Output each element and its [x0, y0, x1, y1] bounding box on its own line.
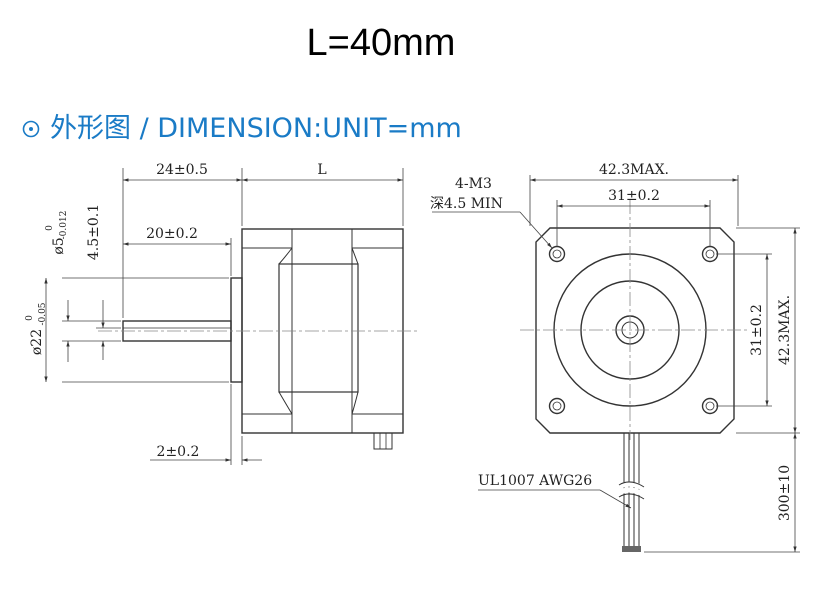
- cable-spec: UL1007 AWG26: [478, 473, 592, 489]
- motor-face: [535, 227, 735, 434]
- dim-shaft-tol-lower: -0.012: [59, 211, 69, 240]
- page-title: L=40mm: [306, 22, 456, 64]
- dim-pilot-dia: ø22: [29, 329, 45, 355]
- pilot-boss: [230, 277, 243, 383]
- front-view: [535, 227, 735, 552]
- section-heading-text: 外形图 / DIMENSION:UNIT=mm: [50, 113, 462, 144]
- mount-hole-bl: [548, 397, 566, 415]
- mount-hole-tr: [701, 245, 719, 263]
- dim-body-length: L: [317, 162, 326, 178]
- dim-pilot-height: 2±0.2: [157, 444, 200, 460]
- side-view: [122, 228, 404, 450]
- cable-bundle: [617, 433, 646, 552]
- dim-flat-depth: 4.5±0.1: [86, 204, 102, 260]
- mount-hole-tl: [548, 245, 566, 263]
- dim-height: 42.3MAX.: [777, 295, 793, 365]
- dim-hole-pitch: 31±0.2: [608, 188, 660, 204]
- dim-pilot-tol-lower: -0.05: [38, 302, 48, 325]
- target-icon: [22, 113, 40, 144]
- dim-flange-length: 24±0.5: [156, 162, 208, 178]
- side-view-labels: 24±0.5 L 20±0.2 2±0.2 4.5±0.1 ø5 0 -0.01…: [25, 162, 327, 460]
- mount-hole-br: [701, 397, 719, 415]
- side-view-dimensions: [44, 168, 404, 465]
- cable-length: 300±10: [777, 465, 793, 521]
- section-heading: 外形图 / DIMENSION:UNIT=mm: [22, 106, 462, 145]
- dim-pilot-tol-upper: 0: [25, 315, 35, 321]
- dim-shaft-flat: 20±0.2: [146, 226, 198, 242]
- front-view-labels: 42.3MAX. 31±0.2 4-M3 深4.5 MIN 31±0.2 42.…: [430, 162, 793, 521]
- dim-shaft-tol-upper: 0: [45, 225, 55, 231]
- dim-width: 42.3MAX.: [599, 162, 669, 178]
- screw-spec: 4-M3: [455, 176, 492, 192]
- front-view-dimensions: [432, 175, 800, 553]
- screw-depth: 深4.5 MIN: [430, 196, 503, 212]
- dim-shaft-dia: ø5: [51, 237, 67, 254]
- dim-hole-pitch-vertical: 31±0.2: [749, 304, 765, 356]
